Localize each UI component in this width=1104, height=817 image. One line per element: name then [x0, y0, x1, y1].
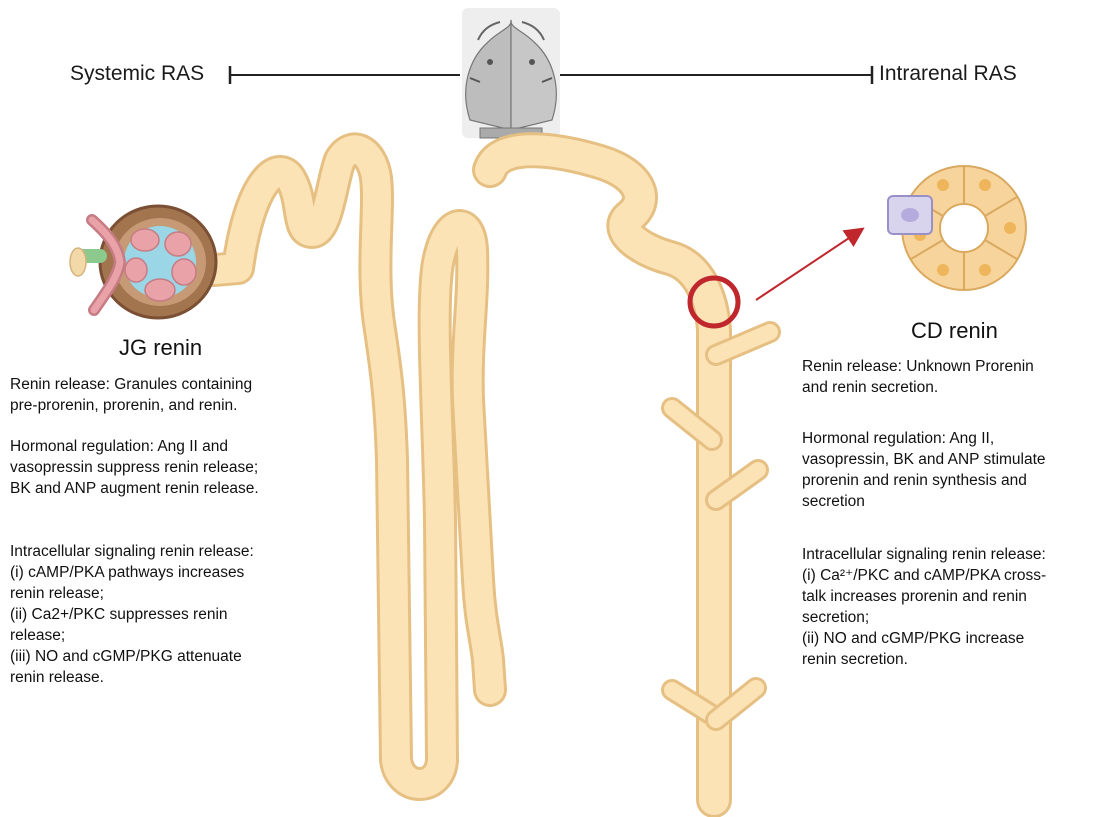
text-line: renin secretion. [802, 649, 1046, 670]
text-line: secretion [802, 491, 1046, 512]
jg-hormonal-regulation-text: Hormonal regulation: Ang II and vasopres… [10, 436, 259, 499]
cd-renin-title: CD renin [911, 318, 998, 344]
jg-intracellular-signaling-text: Intracellular signaling renin release: (… [10, 541, 254, 688]
text-line: Hormonal regulation: Ang II and [10, 436, 259, 457]
text-line: (i) cAMP/PKA pathways increases [10, 562, 254, 583]
jg-renin-title: JG renin [119, 335, 202, 361]
zoom-arrow [756, 232, 858, 300]
text-line: BK and ANP augment renin release. [10, 478, 259, 499]
nephron-tubule [215, 150, 770, 800]
text-line: (iii) NO and cGMP/PKG attenuate [10, 646, 254, 667]
text-line: renin release. [10, 667, 254, 688]
systemic-ras-label: Systemic RAS [70, 62, 204, 86]
text-line: secretion; [802, 607, 1046, 628]
text-line: vasopressin, BK and ANP stimulate [802, 449, 1046, 470]
jg-renin-release-text: Renin release: Granules containing pre-p… [10, 374, 252, 416]
cd-intracellular-signaling-text: Intracellular signaling renin release: (… [802, 544, 1046, 670]
cd-hormonal-regulation-text: Hormonal regulation: Ang II, vasopressin… [802, 428, 1046, 512]
text-line: Hormonal regulation: Ang II, [802, 428, 1046, 449]
text-line: (ii) NO and cGMP/PKG increase [802, 628, 1046, 649]
text-line: (i) Ca²⁺/PKC and cAMP/PKA cross- [802, 565, 1046, 586]
text-line: vasopressin suppress renin release; [10, 457, 259, 478]
intrarenal-ras-label: Intrarenal RAS [879, 62, 1017, 86]
janus-head-icon [462, 8, 560, 138]
text-line: Intracellular signaling renin release: [10, 541, 254, 562]
text-line: Renin release: Granules containing [10, 374, 252, 395]
text-line: Renin release: Unknown Prorenin [802, 356, 1034, 377]
glomerulus-icon [70, 206, 216, 318]
cd-renin-release-text: Renin release: Unknown Prorenin and reni… [802, 356, 1034, 398]
text-line: Intracellular signaling renin release: [802, 544, 1046, 565]
text-line: renin release; [10, 583, 254, 604]
text-line: and renin secretion. [802, 377, 1034, 398]
text-line: prorenin and renin synthesis and [802, 470, 1046, 491]
text-line: (ii) Ca2+/PKC suppresses renin [10, 604, 254, 625]
text-line: release; [10, 625, 254, 646]
collecting-duct-cells-icon [888, 166, 1026, 290]
text-line: talk increases prorenin and renin [802, 586, 1046, 607]
text-line: pre-prorenin, prorenin, and renin. [10, 395, 252, 416]
